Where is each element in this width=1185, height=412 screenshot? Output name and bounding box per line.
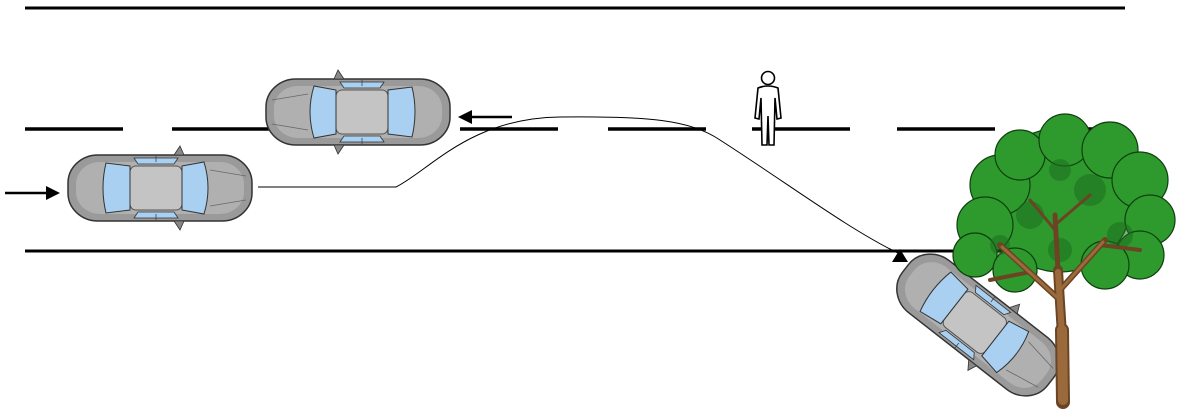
subject-car	[67, 145, 253, 231]
direction-arrow-right	[5, 186, 60, 200]
tree	[952, 113, 1176, 409]
direction-arrow-left	[458, 110, 512, 124]
trajectory-path	[258, 116, 899, 254]
person-icon	[754, 70, 782, 146]
tree-icon	[952, 113, 1176, 409]
oncoming-car	[265, 69, 451, 155]
impact-marker	[892, 249, 908, 262]
pedestrian	[754, 70, 782, 146]
